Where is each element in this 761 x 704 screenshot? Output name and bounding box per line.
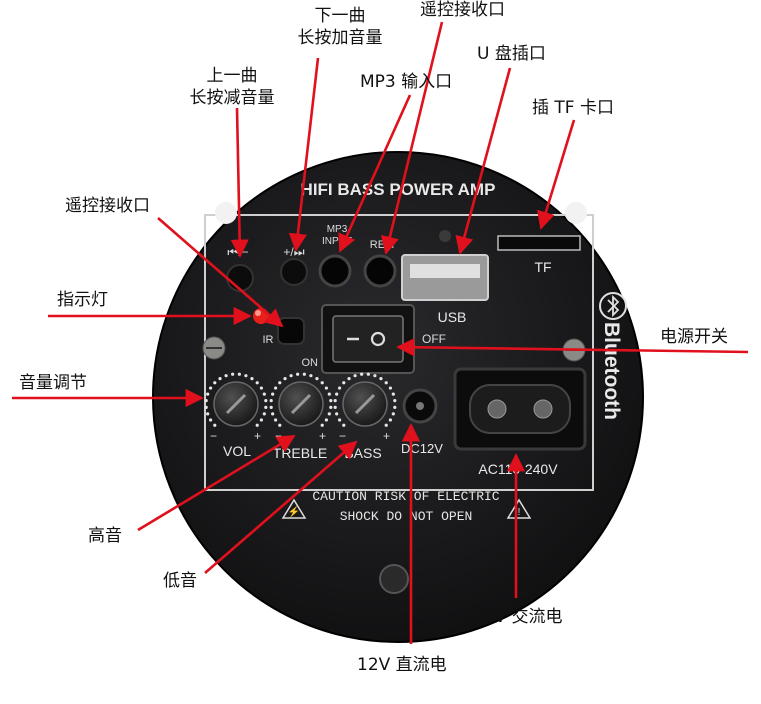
arrow-remote-top xyxy=(381,21,444,255)
panel-header: HIFI BASS POWER AMP xyxy=(301,180,496,199)
ac-pin-right xyxy=(533,399,553,419)
bass-cn-label: 低音 xyxy=(163,571,197,591)
dc-12v-label: 12V 直流电 xyxy=(357,655,447,675)
arrow-power xyxy=(396,338,749,357)
knob-min-mark: − xyxy=(210,429,217,443)
knob-min-mark: − xyxy=(339,429,346,443)
usb-port-label: U 盘插口 xyxy=(477,44,546,64)
knob-max-mark: + xyxy=(383,429,390,443)
prev-track-label: 上一曲 xyxy=(206,66,258,86)
on-label: ON xyxy=(302,357,319,369)
mp3-input-label-2: INPUT xyxy=(322,236,352,247)
arrow-next xyxy=(288,57,320,252)
bluetooth-label: Bluetooth xyxy=(600,322,623,420)
ac-range-label: AC110-240V xyxy=(478,461,558,477)
tf-slot-label: 插 TF 卡口 xyxy=(532,98,614,118)
caution-line-2: SHOCK DO NOT OPEN xyxy=(340,509,473,524)
mp3-input-jack[interactable] xyxy=(318,254,352,288)
treble-label: TREBLE xyxy=(273,445,327,461)
switch-off-mark xyxy=(370,331,386,347)
volume-knob[interactable]: −+ xyxy=(204,372,268,443)
dc12v-pin xyxy=(416,402,424,410)
mount-hole xyxy=(215,202,237,224)
off-label: OFF xyxy=(422,332,446,346)
annotation-arrows xyxy=(12,21,749,644)
tf-label: TF xyxy=(534,259,551,275)
ac-socket-inner xyxy=(469,384,571,434)
next-button[interactable] xyxy=(280,258,308,286)
indicator-label: 指示灯 xyxy=(57,290,108,310)
warning-icon-right: ! xyxy=(506,498,532,519)
treble-knob[interactable]: −+ xyxy=(269,372,333,443)
arrow-treble xyxy=(137,434,296,532)
mp3-input-label: MP3 输入口 xyxy=(360,72,453,92)
usb-label: USB xyxy=(438,309,467,325)
bluetooth-logo xyxy=(599,292,627,320)
arrow-tf xyxy=(537,119,576,230)
ir-receiver xyxy=(277,317,305,345)
ir-label: IR xyxy=(263,334,274,346)
bass-knob[interactable]: −+ xyxy=(333,372,397,443)
svg-text:!: ! xyxy=(518,507,521,518)
tf-slot[interactable] xyxy=(497,235,581,251)
warning-icon-left: ⚡ xyxy=(281,498,307,519)
next-key-label: +/⏭ xyxy=(283,245,304,259)
arrow-mp3 xyxy=(338,94,412,253)
knob-min-mark: − xyxy=(275,429,282,443)
knob-max-mark: + xyxy=(319,429,326,443)
dc12v-label: DC12V xyxy=(401,441,443,456)
power-switch-label: 电源开关 xyxy=(660,327,728,347)
ac-pin-left xyxy=(487,399,507,419)
knob-max-mark: + xyxy=(254,429,261,443)
prev-track-long-label: 长按减音量 xyxy=(189,88,275,108)
caution-line-1: CAUTION RISK OF ELECTRIC xyxy=(312,489,499,504)
screw-left xyxy=(202,336,226,360)
mount-hole xyxy=(439,230,451,242)
arrow-usb xyxy=(455,67,512,255)
next-track-label: 下一曲 xyxy=(314,6,366,26)
next-track-long-label: 长按加音量 xyxy=(297,28,383,48)
bottom-hole xyxy=(379,564,409,594)
led-glint xyxy=(255,310,261,316)
treble-cn-label: 高音 xyxy=(88,526,122,546)
arrow-remote-left xyxy=(157,217,284,328)
usb-port-inner xyxy=(410,264,480,278)
ac-220v-label: 220V 交流电 xyxy=(462,607,563,627)
prev-button[interactable] xyxy=(226,264,254,292)
remote-receiver-left-label: 遥控接收口 xyxy=(65,196,150,216)
power-switch[interactable] xyxy=(332,315,404,363)
indicator-led xyxy=(253,308,269,324)
mp3-input-label-1: MP3 xyxy=(327,224,348,235)
rem-jack[interactable] xyxy=(363,254,397,288)
mount-hole xyxy=(565,202,587,224)
volume-adjust-label: 音量调节 xyxy=(19,373,87,393)
arrow-prev xyxy=(230,107,249,258)
remote-receiver-top-label: 遥控接收口 xyxy=(420,0,505,20)
svg-text:⚡: ⚡ xyxy=(288,505,300,518)
vol-label: VOL xyxy=(223,443,251,459)
arrow-bass xyxy=(204,440,358,574)
rem-label: REM xyxy=(370,239,394,251)
prev-key-label: ⏮/− xyxy=(227,245,248,259)
